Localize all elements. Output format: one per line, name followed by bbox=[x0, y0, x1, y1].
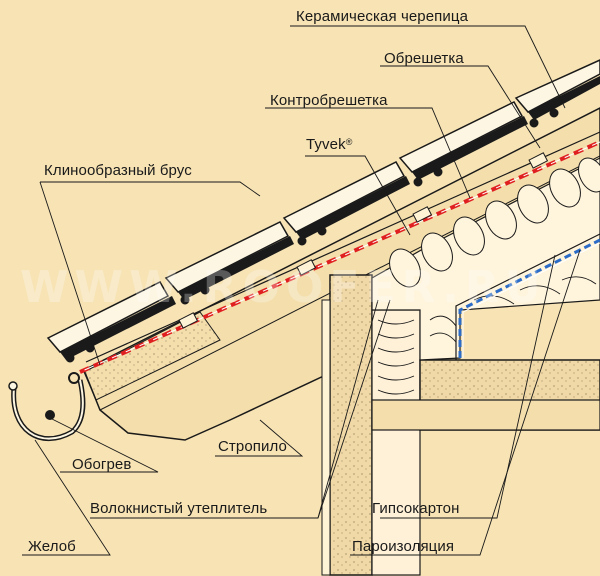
leader-tyvek bbox=[305, 155, 411, 236]
label-fibrous-insulation: Волокнистый утеплитель bbox=[90, 500, 268, 517]
rafter-beam bbox=[83, 107, 600, 441]
leader-vapor-barrier bbox=[350, 249, 581, 556]
leader-battens bbox=[380, 65, 541, 149]
label-heating: Обогрев bbox=[72, 456, 132, 473]
vapor-barrier-line bbox=[458, 238, 600, 358]
label-battens: Обрешетка bbox=[384, 50, 464, 67]
label-tyvek: Tyvek® bbox=[306, 136, 352, 154]
leader-lines bbox=[22, 25, 581, 556]
leader-wedge-beam-down bbox=[39, 181, 101, 366]
leader-wedge-beam bbox=[40, 181, 261, 197]
label-drywall: Гипсокартон bbox=[372, 500, 460, 517]
leader-heating bbox=[49, 417, 159, 473]
heating-cable bbox=[68, 372, 80, 384]
label-counter-battens: Контробрешетка bbox=[270, 92, 388, 109]
ceiling-beam bbox=[371, 399, 600, 431]
leader-rafter bbox=[215, 419, 304, 457]
leader-drywall bbox=[380, 254, 556, 519]
wall-plaster bbox=[321, 299, 331, 576]
label-rafter: Стропило bbox=[218, 438, 287, 455]
insulation-rolls bbox=[389, 157, 600, 288]
leader-gutter bbox=[22, 439, 111, 556]
leader-counter-battens bbox=[265, 107, 471, 199]
label-vapor-barrier: Пароизоляция bbox=[352, 538, 455, 555]
gutter-heating-icon bbox=[45, 410, 55, 420]
leader-ceramic-tile bbox=[290, 25, 566, 109]
tyvek-membrane-highlight bbox=[79, 141, 600, 373]
label-wedge-beam: Клинообразный брус bbox=[44, 162, 192, 179]
eave-board bbox=[83, 311, 221, 401]
label-tyvek-text: Tyvek bbox=[306, 136, 346, 153]
gutter-inner bbox=[12, 379, 84, 440]
wall-masonry-fill bbox=[330, 275, 372, 575]
battens bbox=[178, 152, 549, 329]
label-ceramic-tile: Керамическая черепица bbox=[296, 8, 469, 25]
drywall-line bbox=[455, 233, 600, 360]
wall-insulation bbox=[371, 309, 421, 576]
registered-mark: ® bbox=[345, 137, 353, 147]
label-gutter: Желоб bbox=[28, 538, 76, 555]
counter-batten-strip bbox=[85, 131, 600, 363]
ceramic-tiles bbox=[46, 59, 600, 353]
watermark: WWW.ROOFER.RU bbox=[20, 262, 547, 313]
vapor-barrier-line-inner bbox=[462, 242, 600, 358]
leader-fibrous-insulation-2 bbox=[317, 299, 379, 519]
gutter-bead-icon bbox=[8, 381, 18, 391]
gutter-body bbox=[11, 379, 86, 442]
wall-insulation-waves bbox=[377, 319, 415, 395]
